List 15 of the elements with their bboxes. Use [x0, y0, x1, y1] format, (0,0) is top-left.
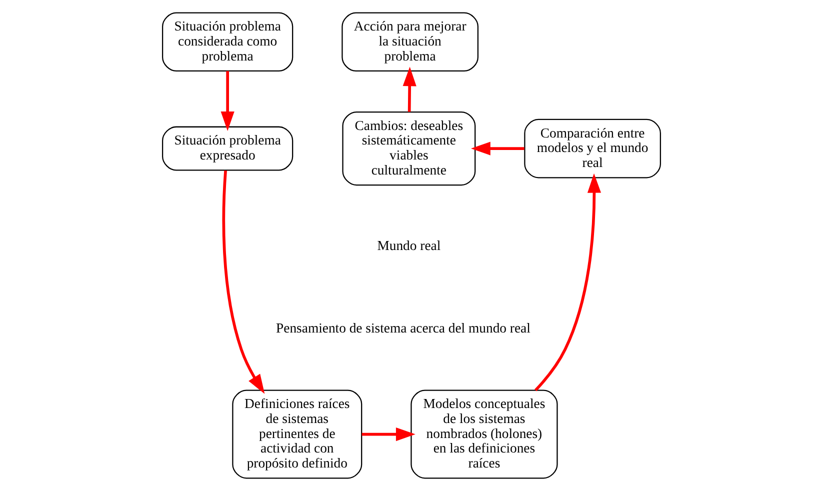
node-box: Modelos conceptuales de los sistemas nombrados (holones) en las definiciones raíces — [410, 390, 558, 479]
node-box: Definiciones raíces de sistemas pertinentes de actividad con propósito definido — [232, 390, 362, 479]
node-box: Cambios: deseables sistemáticamente viables culturalmente — [342, 111, 476, 186]
node-box: Acción para mejorar la situación problema — [342, 12, 478, 72]
node-box: Situación problema expresado — [162, 126, 294, 171]
arrow — [534, 173, 602, 392]
label: Pensamiento de sistema acerca del mundo real — [276, 320, 530, 336]
arrow — [362, 427, 416, 442]
node-box: Comparación entre modelos y el mundo real — [524, 118, 662, 178]
arrow — [222, 170, 265, 394]
label: Mundo real — [377, 238, 441, 254]
arrow — [402, 66, 416, 112]
node-box: Situación problema considerada como problema — [162, 12, 294, 72]
arrow — [220, 71, 234, 131]
arrow — [470, 142, 524, 156]
